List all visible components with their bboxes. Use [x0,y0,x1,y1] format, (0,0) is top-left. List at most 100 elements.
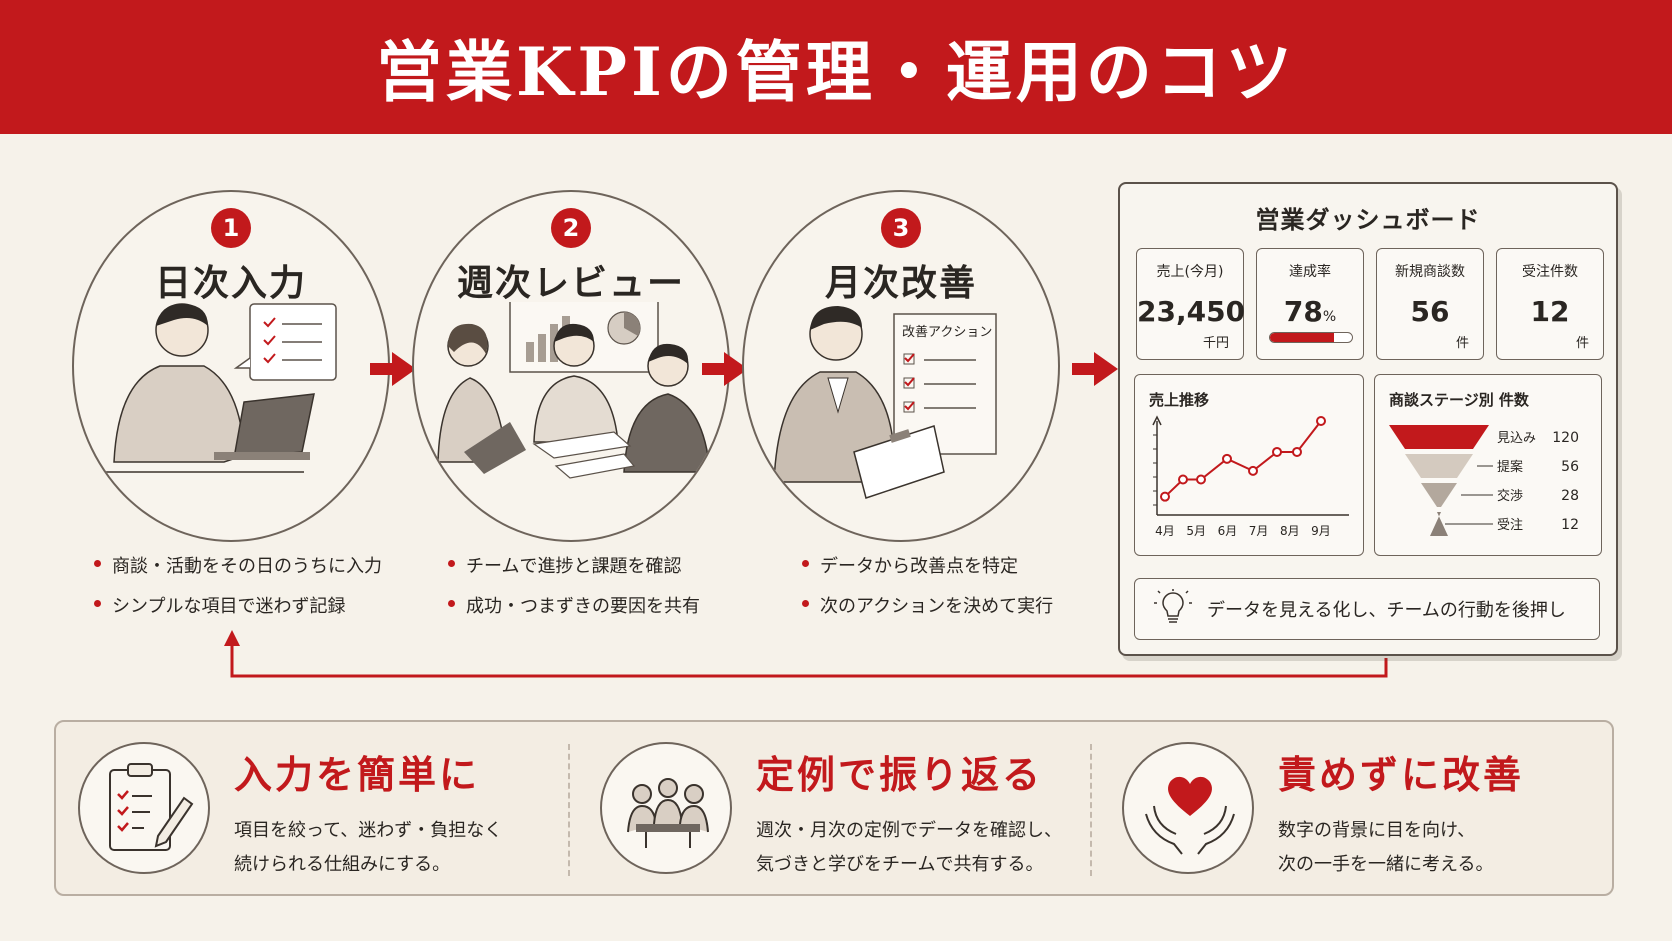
list-item: 商談・活動をその日のうちに入力 [92,552,382,578]
funnel-segment [1430,512,1448,536]
tip-line: 週次・月次の定例でデータを確認し、 [756,820,1062,841]
x-tick-label: 5月 [1186,524,1206,538]
kpi-value: 12 [1530,295,1570,328]
kpi-label: 売上(今月) [1156,264,1224,280]
person-laptop-illustration [84,303,337,473]
tip-title: 入力を簡単に [234,752,481,797]
tip-description: 項目を絞って、迷わず・負担なく 続けられる仕組みにする。 [234,814,502,882]
funnel-stage-label: 提案 [1497,459,1523,475]
arrow-right-icon [370,352,416,386]
kpi-unit: 千円 [1202,336,1229,351]
trend-point [1196,474,1206,485]
funnel-stage-label: 交渉 [1497,488,1523,504]
tip-easy-input: 入力を簡単に 項目を絞って、迷わず・負担なく 続けられる仕組みにする。 [56,722,566,898]
list-item: チームで進捗と課題を確認 [446,552,700,578]
progress-fill [1270,333,1334,342]
funnel-stage-label: 受注 [1497,518,1523,533]
funnel-segment [1421,483,1457,507]
person-clipboard-illustration: 改善アクション [773,306,997,499]
kpi-value: 78 [1283,295,1323,328]
trend-point [1178,474,1188,485]
tip-regular-review: 定例で振り返る 週次・月次の定例でデータを確認し、 気づきと学びをチームで共有す… [578,722,1088,898]
lightbulb-icon [1154,589,1192,623]
list-item: 次のアクションを決めて実行 [800,592,1053,618]
icon-circle [1122,742,1254,874]
tip-description: 週次・月次の定例でデータを確認し、 気づきと学びをチームで共有する。 [756,814,1062,882]
x-tick-label: 9月 [1311,524,1331,538]
step-number-badge: 2 [551,208,591,248]
page-title: 営業KPIの管理・運用のコツ [376,33,1296,111]
trend-point [1222,453,1232,464]
divider [568,744,570,876]
panel-title: 売上推移 [1149,391,1210,409]
kpi-label: 受注件数 [1522,264,1578,280]
arrow-right-icon [702,352,748,386]
tip-line: 次の一手を一緒に考える。 [1278,854,1494,875]
funnel-stage-value: 120 [1552,430,1579,446]
clipboard-pencil-icon [109,763,194,851]
icon-circle [78,742,210,874]
kpi-card-won-deals: 受注件数 12 件 [1496,248,1604,360]
header-banner: 営業KPIの管理・運用のコツ [0,0,1672,134]
tip-title: 定例で振り返る [756,752,1044,797]
tip-title: 責めずに改善 [1278,752,1525,797]
x-tick-label: 6月 [1218,524,1238,538]
step-title: 週次レビュー [456,262,685,304]
tip-line: 数字の背景に目を向け、 [1278,820,1476,841]
sales-trend-chart: 4月 5月 6月 7月 8月 9月 [1152,415,1349,538]
funnel-stage-value: 28 [1561,488,1579,504]
divider [1090,744,1092,876]
step-number-badge: 3 [881,208,921,248]
funnel-stage-value: 12 [1561,517,1579,533]
trend-point [1292,446,1302,457]
trend-point [1248,465,1258,476]
x-tick-label: 4月 [1155,524,1175,538]
step-3-bullets: データから改善点を特定 次のアクションを決めて実行 [800,552,1053,632]
x-tick-label: 7月 [1249,524,1269,538]
step-weekly-review: 2 週次レビュー [412,190,730,542]
kpi-value-wrap: 78% [1257,295,1363,328]
kpi-card-new-deals: 新規商談数 56 件 [1376,248,1484,360]
panel-title: 商談ステージ別 件数 [1389,391,1529,409]
step-title: 日次入力 [154,262,307,304]
trend-point [1316,416,1326,426]
step-daily-input: 1 日次入力 [72,190,390,542]
list-item: データから改善点を特定 [800,552,1053,578]
step-2-bullets: チームで進捗と課題を確認 成功・つまずきの要因を共有 [446,552,700,632]
trend-point [1272,446,1282,457]
arrow-right-icon [1072,352,1118,386]
tip-line: 気づきと学びをチームで共有する。 [756,854,1044,875]
tips-panel: 入力を簡単に 項目を絞って、迷わず・負担なく 続けられる仕組みにする。 定例で振… [54,720,1614,896]
sales-trend-panel: 売上推移 4月 5月 6月 7月 8月 9月 [1134,374,1364,556]
list-item: シンプルな項目で迷わず記録 [92,592,382,618]
kpi-card-sales: 売上(今月) 23,450 千円 [1136,248,1246,360]
kpi-value: 56 [1410,295,1450,328]
tip-improve-without-blame: 責めずに改善 数字の背景に目を向け、 次の一手を一緒に考える。 [1100,722,1610,898]
trend-point [1160,491,1170,502]
dashboard-hint: データを見える化し、チームの行動を後押し [1134,578,1600,640]
team-meeting-icon [627,778,709,848]
step-monthly-improvement: 3 月次改善 改善アクション [742,190,1060,542]
list-item: 成功・つまずきの要因を共有 [446,592,700,618]
kpi-label: 新規商談数 [1395,264,1465,280]
achievement-progress-bar [1269,332,1353,343]
step-1-bullets: 商談・活動をその日のうちに入力 シンプルな項目で迷わず記録 [92,552,382,632]
dashboard-title: 営業ダッシュボード [1255,206,1481,234]
tip-line: 項目を絞って、迷わず・負担なく [234,820,503,841]
icon-circle [600,742,732,874]
step-number-badge: 1 [211,208,251,248]
stage-funnel-panel: 商談ステージ別 件数 見込み 120 提案 56 交渉 28 受注 12 [1374,374,1602,556]
funnel-segment [1405,454,1473,478]
hint-text: データを見える化し、チームの行動を後押し [1207,600,1566,621]
sales-dashboard: 営業ダッシュボード 売上(今月) 23,450 千円 達成率 78% 新規商談数… [1118,182,1618,656]
stage-funnel-chart: 見込み 120 提案 56 交渉 28 受注 12 [1389,425,1579,536]
funnel-stage-value: 56 [1561,459,1579,475]
team-review-illustration [437,302,711,479]
kpi-card-achievement: 達成率 78% [1256,248,1364,360]
kpi-suffix: % [1322,309,1337,325]
funnel-stage-label: 見込み [1497,431,1536,446]
kpi-value: 23,450 [1137,295,1246,328]
x-tick-label: 8月 [1280,524,1300,538]
trend-line [1164,420,1322,498]
kpi-unit: 件 [1455,336,1469,351]
